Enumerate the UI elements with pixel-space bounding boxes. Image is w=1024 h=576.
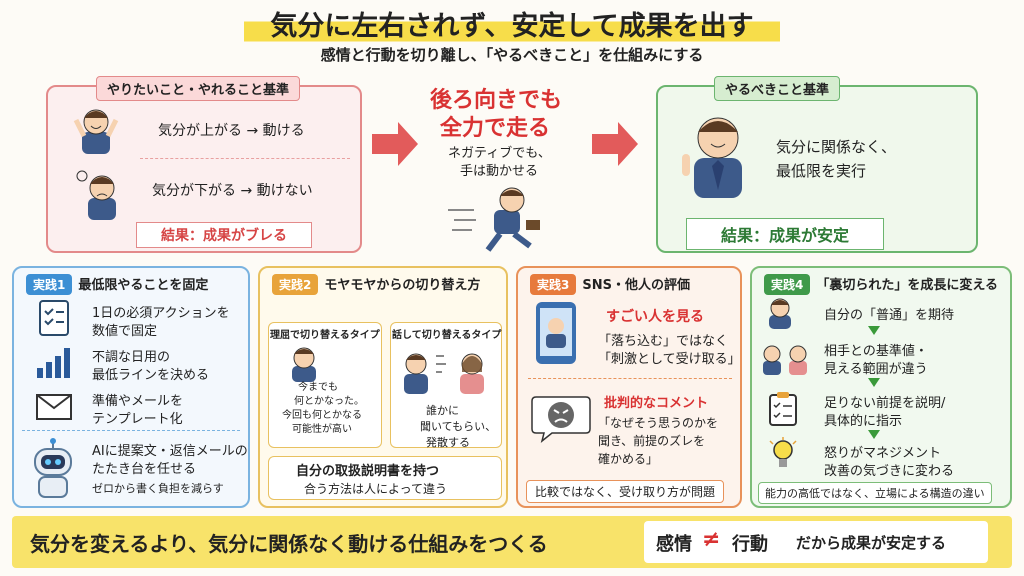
p4-step4b: 改善の気づきに変わる bbox=[824, 464, 955, 479]
left-result: 結果：成果がブレる bbox=[136, 222, 312, 248]
page-subtitle: 感情と行動を切り離し、「やるべきこと」を仕組みにする bbox=[320, 46, 704, 64]
p3-sub-2a: 「なぜそう思うのかを bbox=[598, 416, 719, 430]
down-arrow-icon-2 bbox=[868, 378, 880, 387]
type-a-label: 理屈で切り替えるタイプ bbox=[270, 330, 380, 341]
p1-item4-b: たたき台を任せる bbox=[92, 462, 197, 477]
right-line-2: 最低限を実行 bbox=[776, 162, 867, 180]
p1-item3-b: テンプレート化 bbox=[92, 412, 183, 427]
p3-heading-2: 批判的なコメント bbox=[604, 396, 709, 411]
manual-box bbox=[268, 456, 502, 500]
middle-headline-2: 全力で走る bbox=[440, 116, 551, 141]
p4-step4a: 怒りがマネジメント bbox=[824, 446, 942, 461]
p3-sub-1a: 「落ち込む」ではなく bbox=[598, 334, 729, 349]
right-result: 結果：成果が安定 bbox=[686, 218, 885, 250]
mood-up-text: 気分が上がる → 動ける bbox=[158, 123, 305, 139]
p4-step2b: 見える範囲が違う bbox=[824, 362, 928, 377]
type-b-line2: 聞いてもらい、 bbox=[420, 420, 497, 433]
manual-box-line2: 合う方法は人によって違う bbox=[304, 482, 448, 496]
thinking-person-icon bbox=[284, 342, 324, 382]
bar-chart-icon bbox=[34, 344, 74, 380]
p3-sub-2b: 聞き、前提のズレを bbox=[598, 434, 706, 448]
p3-footer: 比較ではなく、受け取り方が問題 bbox=[526, 480, 725, 503]
not-equal-icon: ≠ bbox=[702, 527, 721, 552]
p4-step3b: 具体的に指示 bbox=[824, 414, 903, 429]
type-a-line2: 何とかなった。 bbox=[294, 396, 364, 407]
confident-person-icon bbox=[678, 104, 758, 200]
bottom-tail: だから成果が安定する bbox=[796, 534, 947, 552]
type-b-label: 話して切り替えるタイプ bbox=[392, 330, 502, 341]
p3-dashed-divider bbox=[528, 378, 732, 379]
p4-footer: 能力の高低ではなく、立場による構造の違い bbox=[758, 482, 992, 504]
p4-step3a: 足りない前提を説明/ bbox=[824, 396, 946, 411]
p3-sub-1b: 「刺激として受け取る」 bbox=[598, 352, 741, 367]
bottom-feeling: 感情 bbox=[656, 534, 692, 555]
bottom-right-box bbox=[644, 521, 988, 563]
smartphone-icon bbox=[528, 298, 584, 368]
checklist-icon bbox=[36, 298, 72, 338]
dashed-divider bbox=[140, 158, 350, 159]
talking-people-icon bbox=[400, 342, 490, 396]
type-a-line4: 可能性が高い bbox=[292, 424, 352, 435]
feeling-based-tag: やりたいこと・やれること基準 bbox=[96, 76, 301, 101]
page-title: 気分に左右されず、安定して成果を出す bbox=[0, 2, 1024, 45]
middle-note-2: 手は動かせる bbox=[460, 164, 539, 179]
happy-person-icon bbox=[68, 100, 124, 156]
clipboard-icon bbox=[766, 390, 800, 428]
down-arrow-icon-1 bbox=[868, 326, 880, 335]
p4-step2a: 相手との基準値・ bbox=[824, 344, 928, 359]
lightbulb-icon bbox=[766, 436, 800, 472]
two-people-icon bbox=[760, 340, 810, 376]
worried-person-icon bbox=[762, 294, 798, 330]
down-arrow-icon-3 bbox=[868, 430, 880, 439]
bottom-main-text: 気分を変えるより、気分に関係なく動ける仕組みをつくる bbox=[30, 532, 548, 556]
p1-dashed-divider bbox=[22, 430, 240, 431]
p1-item1-b: 数値で固定 bbox=[92, 324, 158, 339]
right-line-1: 気分に関係なく、 bbox=[776, 138, 897, 156]
type-b-line3: 発散する bbox=[426, 436, 470, 449]
type-a-line1: 今までも bbox=[298, 382, 338, 393]
type-a-card bbox=[268, 322, 382, 448]
p3-sub-2c: 確かめる」 bbox=[598, 452, 659, 466]
middle-headline-1: 後ろ向きでも bbox=[430, 88, 563, 113]
task-based-tag: やるべきこと基準 bbox=[714, 76, 841, 101]
practice-4-panel bbox=[750, 266, 1012, 508]
p1-item4-a: AIに提案文・返信メールの bbox=[92, 444, 248, 459]
sad-person-icon bbox=[74, 166, 130, 222]
mail-icon bbox=[34, 392, 74, 422]
right-arrow-icon bbox=[372, 122, 418, 166]
p1-item4-c: ゼロから書く負担を減らす bbox=[92, 482, 224, 495]
p1-item1-a: 1日の必須アクションを bbox=[92, 306, 230, 321]
middle-note-1: ネガティブでも、 bbox=[448, 146, 551, 161]
manual-box-line1: 自分の取扱説明書を持つ bbox=[296, 464, 440, 479]
type-a-line3: 今回も何とかなる bbox=[282, 410, 362, 421]
p3-heading-1: すごい人を見る bbox=[606, 309, 704, 325]
p4-step1: 自分の「普通」を期待 bbox=[824, 308, 955, 323]
bottom-action: 行動 bbox=[732, 534, 768, 555]
right-arrow-icon-2 bbox=[592, 122, 638, 166]
p1-item2-b: 最低ラインを決める bbox=[92, 368, 210, 383]
practice-4-header: 実践4「裏切られた」を成長に変える bbox=[764, 274, 998, 295]
p1-item3-a: 準備やメールを bbox=[92, 394, 184, 409]
type-b-line1: 誰かに bbox=[426, 404, 459, 417]
running-person-icon bbox=[448, 180, 558, 256]
angry-face-icon bbox=[528, 392, 594, 444]
p1-item2-a: 不調な日用の bbox=[92, 350, 171, 365]
mood-down-text: 気分が下がる → 動けない bbox=[152, 183, 313, 199]
robot-icon bbox=[26, 436, 80, 500]
